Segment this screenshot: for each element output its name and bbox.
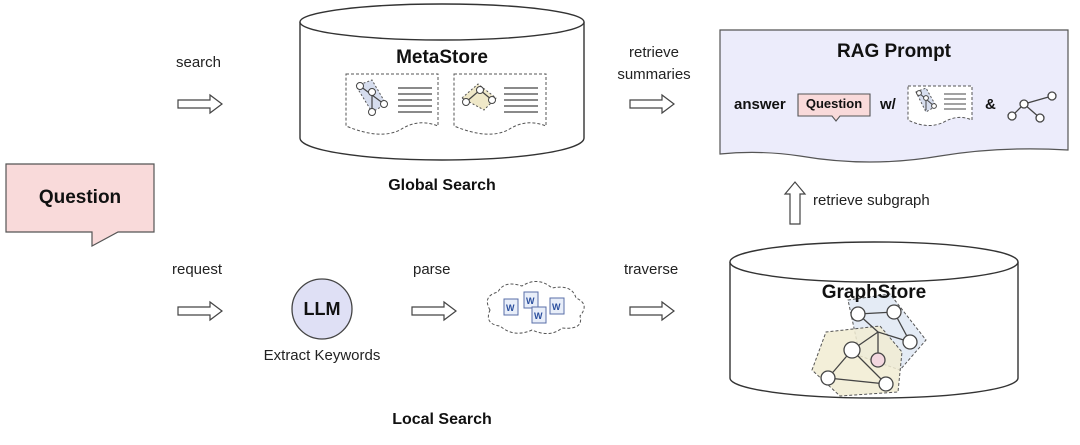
retrieve-summaries-arrow-icon — [629, 93, 675, 115]
question-bubble-shape — [5, 163, 155, 248]
rag-prompt-document — [719, 29, 1069, 163]
subgraph-icon — [1007, 91, 1057, 123]
request-label: request — [172, 261, 223, 278]
rag-with-text: w/ — [880, 96, 896, 113]
local-search-caption: Local Search — [392, 411, 492, 428]
graphstore-title: GraphStore — [821, 282, 927, 303]
global-search-caption: Global Search — [388, 177, 496, 194]
graph-summary-doc-icon — [453, 73, 547, 135]
rag-question-tag: Question — [805, 96, 863, 111]
metastore-title: MetaStore — [396, 47, 488, 68]
retrieve-summaries-label-2: summaries — [617, 66, 691, 83]
doc-w-icon: W — [526, 296, 535, 306]
traverse-arrow-icon — [629, 300, 675, 322]
graph-summary-doc-icon — [907, 85, 973, 126]
question-tag-bubble — [797, 93, 871, 122]
request-arrow-icon — [177, 300, 223, 322]
parse-label: parse — [413, 261, 451, 278]
llm-node — [291, 278, 353, 340]
graph-summary-doc-icon — [345, 73, 439, 135]
retrieve-subgraph-arrow-icon — [783, 181, 807, 225]
doc-w-icon: W — [506, 303, 515, 313]
search-label: search — [176, 54, 222, 71]
question-bubble — [5, 163, 155, 248]
question-label: Question — [38, 187, 122, 208]
parse-arrow-icon — [411, 300, 457, 322]
traverse-label: traverse — [624, 261, 679, 278]
doc-w-icon: W — [534, 311, 543, 321]
retrieve-subgraph-label: retrieve subgraph — [813, 192, 930, 209]
doc-w-icon: W — [552, 302, 561, 312]
rag-answer-text: answer — [734, 96, 786, 113]
llm-label: LLM — [303, 299, 341, 319]
rag-prompt-title: RAG Prompt — [837, 41, 951, 62]
rag-ampersand: & — [985, 96, 996, 113]
keyword-cloud-icon: W W W W — [486, 281, 585, 334]
subgraph-icon — [811, 293, 927, 397]
extract-keywords-caption: Extract Keywords — [263, 347, 381, 364]
search-arrow-icon — [177, 93, 223, 115]
retrieve-summaries-label-1: retrieve — [628, 44, 680, 61]
